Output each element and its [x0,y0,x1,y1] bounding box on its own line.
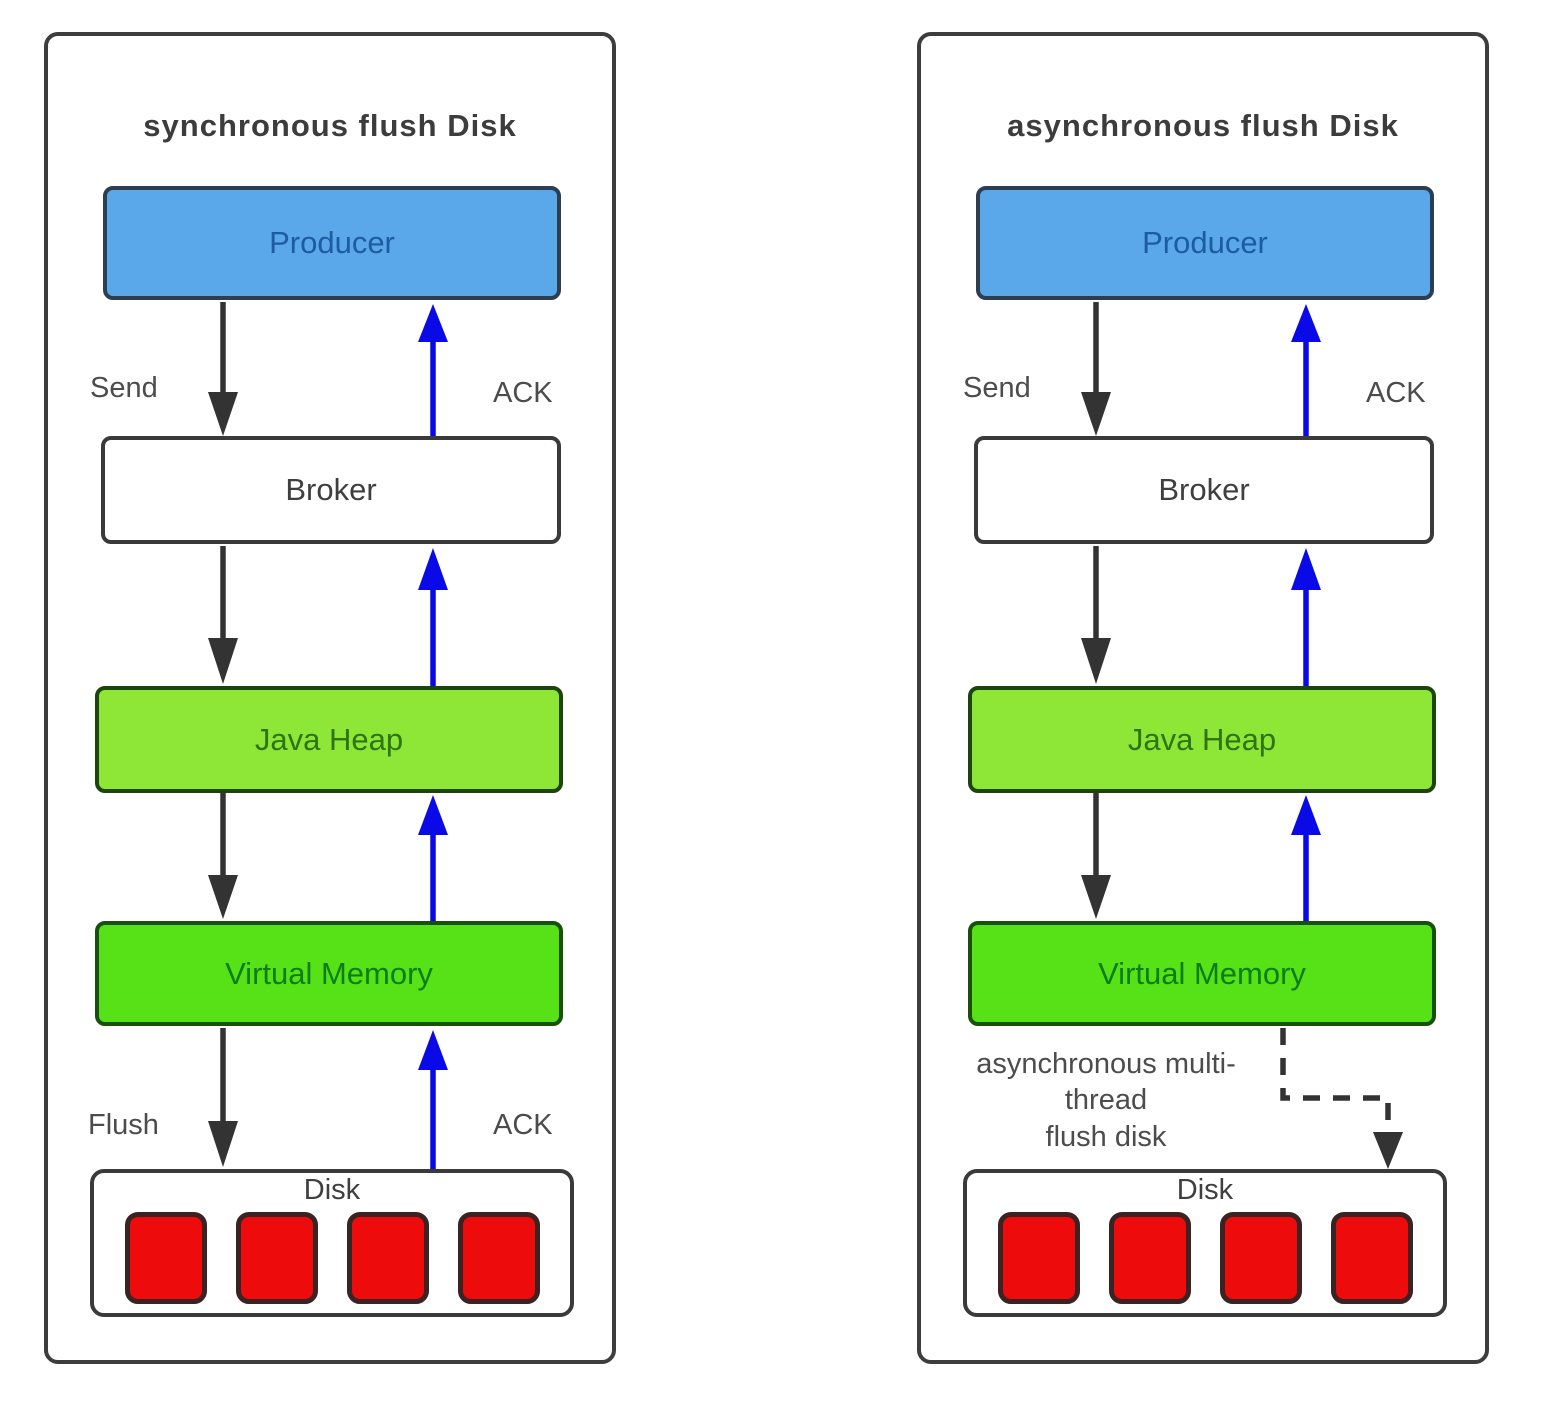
virtual-memory-box: Virtual Memory [95,921,563,1026]
async-flush-note: asynchronous multi- thread flush disk [976,1048,1236,1153]
async-flush-panel: asynchronous flush Disk Producer Broker … [917,32,1489,1364]
vm-to-heap-arrow-head [1291,795,1321,835]
disk-block [457,1211,540,1304]
disk-block [235,1211,318,1304]
broker-box: Broker [101,436,561,544]
virtual-memory-label: Virtual Memory [1098,955,1306,991]
broker-label: Broker [1158,472,1250,507]
send-arrow-head [1081,392,1111,436]
disk-block [1330,1211,1413,1304]
java-heap-label: Java Heap [1127,721,1277,757]
disk-block [346,1211,429,1304]
async-flush-dashed-line [1280,1028,1391,1134]
ack-disk-arrow-head [418,1030,448,1070]
disk-label: Disk [303,1174,361,1206]
send-arrow-head [208,392,238,436]
sync-flush-panel: synchronous flush Disk Producer Broker J… [44,32,616,1364]
disk-block [997,1211,1080,1304]
virtual-memory-label: Virtual Memory [225,955,433,991]
disk-box: Disk [963,1169,1447,1317]
producer-label: Producer [269,225,395,260]
heap-to-vm-arrow-head [1081,875,1111,919]
send-label: Send [963,372,1031,404]
ack-producer-label: ACK [1366,377,1426,409]
producer-label: Producer [1142,225,1268,260]
disk-block [1219,1211,1302,1304]
disk-label: Disk [1176,1174,1234,1206]
vm-to-heap-arrow-head [418,795,448,835]
java-heap-label: Java Heap [254,721,404,757]
ack-producer-arrow-head [1291,304,1321,342]
send-label: Send [90,372,158,404]
flush-arrow-head [208,1121,238,1167]
disk-blocks [124,1211,540,1304]
java-heap-box: Java Heap [95,686,563,793]
ack-producer-arrow-head [418,304,448,342]
heap-to-broker-arrow-head [418,548,448,590]
ack-producer-label: ACK [493,377,553,409]
panel-title: synchronous flush Disk [143,108,517,143]
heap-to-broker-arrow-head [1291,548,1321,590]
async-flush-arrow-head [1373,1132,1403,1169]
ack-disk-label: ACK [493,1109,553,1141]
broker-to-heap-arrow-head [208,638,238,684]
disk-block [124,1211,207,1304]
broker-box: Broker [974,436,1434,544]
disk-box: Disk [90,1169,574,1317]
broker-label: Broker [285,472,377,507]
disk-block [1108,1211,1191,1304]
broker-to-heap-arrow-head [1081,638,1111,684]
producer-box: Producer [976,186,1434,300]
disk-blocks [997,1211,1413,1304]
java-heap-box: Java Heap [968,686,1436,793]
producer-box: Producer [103,186,561,300]
virtual-memory-box: Virtual Memory [968,921,1436,1026]
panel-title: asynchronous flush Disk [1007,108,1399,143]
flush-label: Flush [88,1109,159,1141]
heap-to-vm-arrow-head [208,875,238,919]
